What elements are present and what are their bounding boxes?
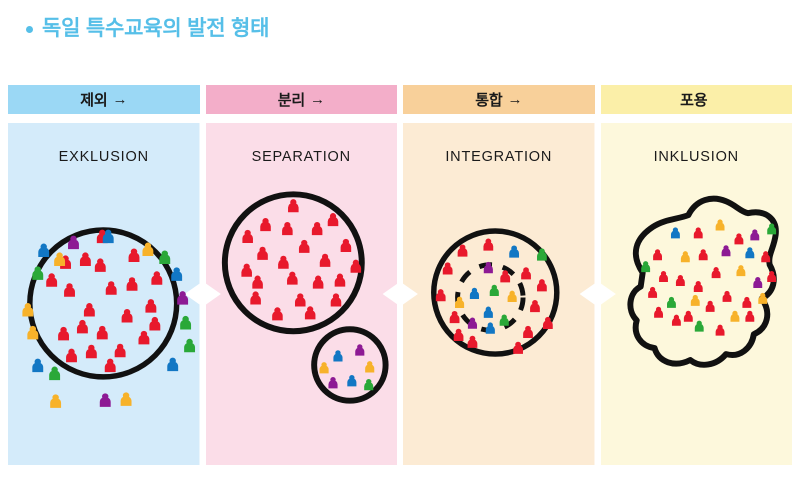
stage-figures-integration — [403, 123, 595, 465]
stage-exklusion: 제외 → EXKLUSION — [8, 85, 200, 465]
stage-inklusion: 포용 INKLUSION — [600, 85, 793, 465]
stage-header-integration: 통합 → — [403, 85, 595, 114]
stage-header-label: 통합 — [475, 91, 503, 109]
page-title: 독일 특수교육의 발전 형태 — [26, 12, 269, 42]
stage-integration: 통합 → INTEGRATION — [403, 85, 595, 465]
stage-body-integration: INTEGRATION — [403, 122, 595, 465]
stages-container: 제외 → EXKLUSION 분리 → — [8, 85, 792, 465]
stage-header-separation: 분리 → — [205, 85, 397, 114]
stage-separation: 분리 → SEPARATION — [205, 85, 398, 465]
arrow-right-icon: → — [507, 90, 523, 108]
stage-label-separation: SEPARATION — [251, 148, 351, 165]
page-title-text: 독일 특수교육의 발전 형태 — [42, 17, 270, 40]
stage-figures-exklusion — [8, 123, 200, 465]
arrow-right-icon: → — [309, 90, 325, 108]
stage-header-label: 포용 — [680, 91, 708, 109]
stage-header-label: 제외 — [80, 91, 108, 109]
stage-body-exklusion: EXKLUSION — [8, 122, 200, 465]
arrow-right-icon: → — [112, 90, 128, 108]
stage-figures-inklusion — [601, 123, 793, 465]
panel-background — [600, 122, 792, 465]
stage-header-inklusion: 포용 — [600, 85, 792, 114]
stage-header-label: 분리 — [277, 91, 305, 109]
stage-label-integration: INTEGRATION — [445, 148, 553, 165]
bullet-dot-icon — [26, 25, 33, 33]
stage-body-separation: SEPARATION — [205, 122, 398, 465]
stage-label-exklusion: EXKLUSION — [58, 148, 149, 165]
stage-label-inklusion: INKLUSION — [653, 148, 739, 165]
stage-header-exklusion: 제외 → — [8, 85, 200, 114]
stage-figures-separation — [206, 123, 398, 465]
stage-body-inklusion: INKLUSION — [600, 122, 793, 465]
